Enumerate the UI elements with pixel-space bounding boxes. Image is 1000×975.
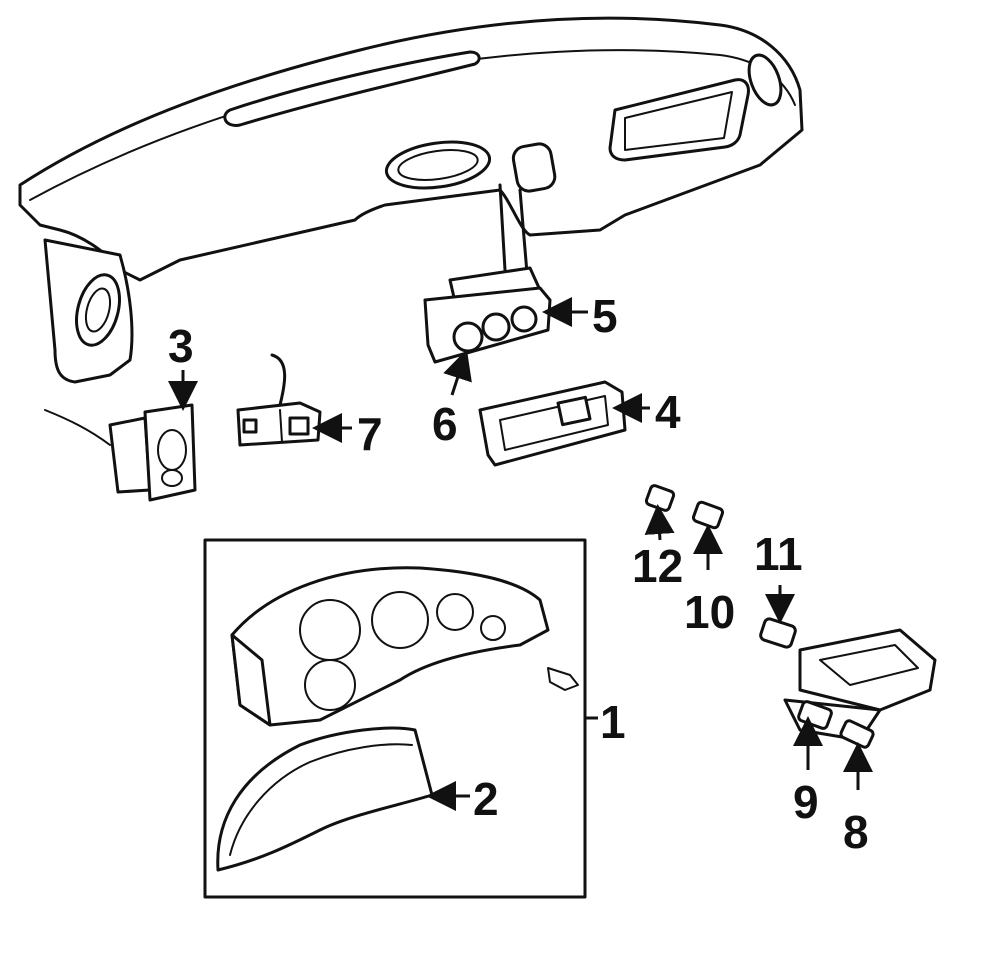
- callout-6: 6: [432, 398, 458, 450]
- callout-3: 3: [168, 320, 194, 372]
- part-4-bezel: [478, 380, 627, 467]
- callout-1: 1: [600, 696, 626, 748]
- instrument-panel: [18, 16, 804, 384]
- callout-9: 9: [793, 776, 819, 828]
- callout-12: 12: [632, 540, 683, 592]
- callout-2: 2: [473, 773, 499, 825]
- callout-4: 4: [655, 386, 681, 438]
- part-5-control-assembly: [423, 266, 552, 364]
- part-2-lens: [216, 726, 434, 872]
- callout-10: 10: [684, 586, 735, 638]
- callout-8: 8: [843, 806, 869, 858]
- part-10-bulb: [691, 500, 725, 530]
- part-1-instrument-cluster: [230, 566, 579, 727]
- part-7-switch: [236, 353, 322, 447]
- part-12-bulb: [644, 484, 676, 512]
- callout-labels: 1 2 3 4 5 6 7 8 9 10 11 12: [168, 290, 869, 858]
- part-11-bulb: [759, 617, 797, 649]
- part-3-headlamp-switch: [44, 403, 197, 502]
- leader-lines: [168, 297, 873, 811]
- callout-5: 5: [592, 290, 618, 342]
- callout-11: 11: [754, 528, 803, 580]
- callout-7: 7: [357, 408, 383, 460]
